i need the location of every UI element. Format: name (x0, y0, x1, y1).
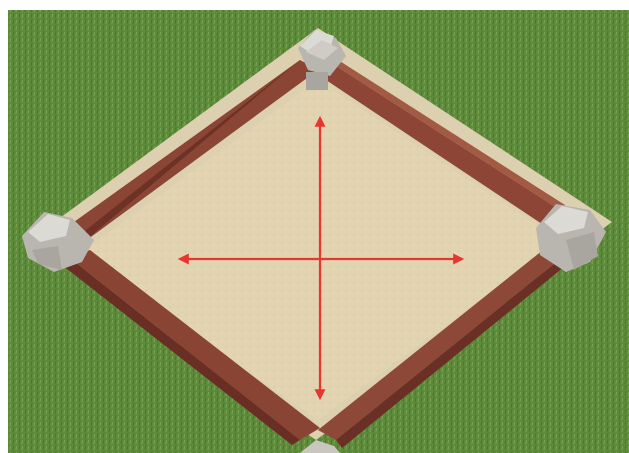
sandpit-illustration (0, 0, 629, 453)
